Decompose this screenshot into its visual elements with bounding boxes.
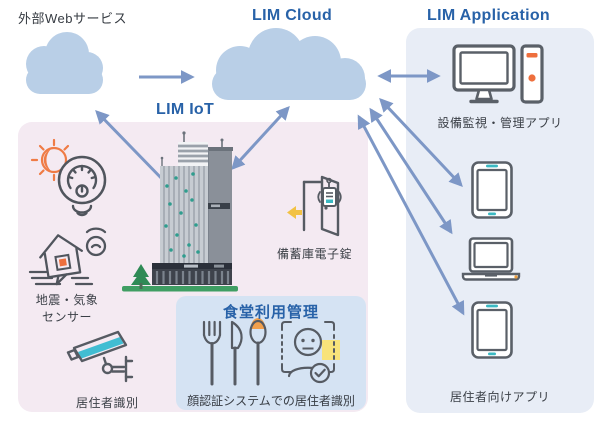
lim-application-title: LIM Application [427, 7, 551, 24]
cafeteria-caption: 顔認証システムでの居住者識別 [187, 394, 355, 408]
fork-icon [202, 320, 222, 386]
camera-label: 居住者識別 [76, 396, 139, 410]
cafeteria-title: 食堂利用管理 [222, 304, 319, 321]
laptop-icon [461, 237, 521, 281]
security-camera-icon [66, 330, 134, 383]
door-lock-label: 備蓄庫電子錠 [277, 247, 353, 261]
building-icon [122, 131, 238, 292]
face-recognition-icon [281, 321, 340, 384]
tablet-icon [471, 301, 513, 359]
external-web-label: 外部Webサービス [18, 11, 127, 26]
knife-icon [230, 320, 243, 386]
door-lock-icon [287, 175, 342, 237]
sensor-label-line2: センサー [41, 310, 92, 324]
earthquake-sensor-icon [28, 227, 107, 286]
spoon-icon [249, 318, 267, 386]
sensor-label: 地震・気象 センサー [22, 291, 112, 325]
resident-app-label: 居住者向けアプリ [449, 390, 550, 404]
lim-cloud-title: LIM Cloud [252, 7, 333, 24]
lim-iot-title: LIM IoT [156, 101, 215, 118]
external-web-cloud-icon [26, 32, 103, 94]
sensor-label-line1: 地震・気象 [35, 293, 99, 307]
cafeteria-icons [202, 318, 340, 386]
tablet-icon [471, 161, 513, 219]
weather-sensor-icon [30, 138, 107, 217]
monitor-app-label: 設備監視・管理アプリ [437, 116, 563, 130]
lim-cloud-icon [212, 28, 366, 100]
desktop-computer-icon [452, 44, 544, 104]
